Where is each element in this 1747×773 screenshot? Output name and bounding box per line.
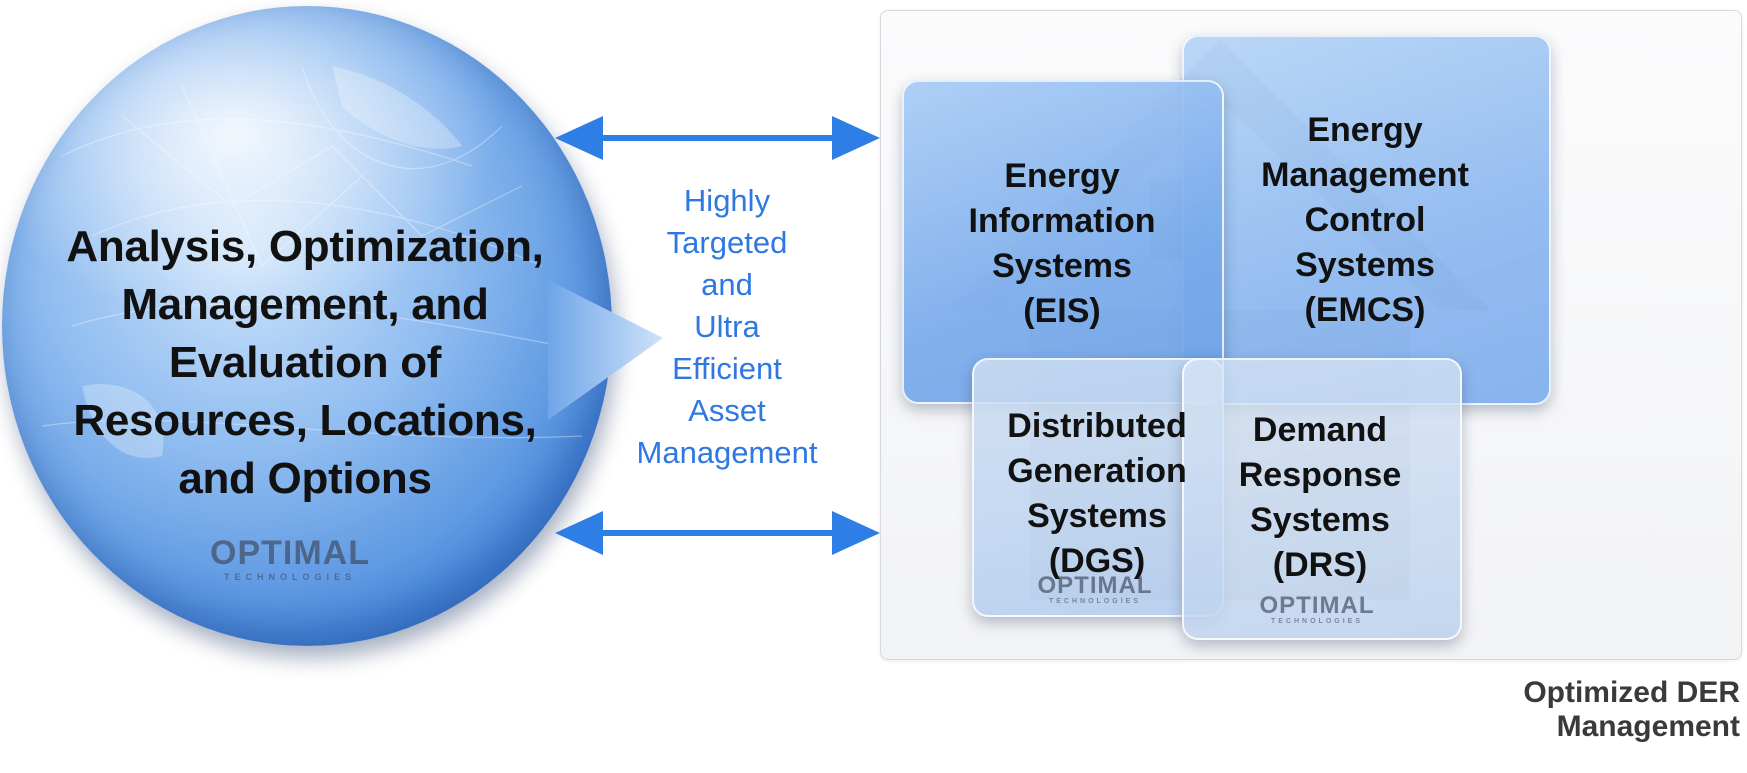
- asset-management-label: Highly Targeted and Ultra Efficient Asse…: [636, 183, 818, 470]
- tile-drs: [1182, 358, 1462, 640]
- globe-description: Analysis, Optimization, Management, and …: [66, 222, 544, 503]
- eis-label: Energy Information Systems (EIS): [968, 157, 1156, 330]
- double-arrow-bottom: [555, 511, 880, 555]
- optimal-logo-dgs: OPTIMAL: [1037, 572, 1153, 599]
- dgs-label: Distributed Generation Systems (DGS): [1007, 407, 1187, 580]
- emcs-label: Energy Management Control Systems (EMCS): [1261, 111, 1469, 329]
- optimal-logo-drs: OPTIMAL: [1259, 592, 1375, 619]
- globe-pointer: [548, 280, 663, 420]
- optimal-logo-dgs-subtitle: TECHNOLOGIES: [1048, 598, 1141, 605]
- double-arrow-top: [555, 116, 880, 160]
- optimal-logo-subtitle: TECHNOLOGIES: [223, 572, 356, 582]
- globe-network-lines: [41, 65, 583, 458]
- globe: [2, 6, 612, 646]
- panel-caption: Optimized DER Management: [1523, 676, 1740, 743]
- optimal-logo-drs-subtitle: TECHNOLOGIES: [1270, 618, 1363, 625]
- optimal-logo: OPTIMAL: [210, 534, 370, 572]
- drs-label: Demand Response Systems (DRS): [1238, 411, 1402, 584]
- tile-eis: [902, 80, 1224, 404]
